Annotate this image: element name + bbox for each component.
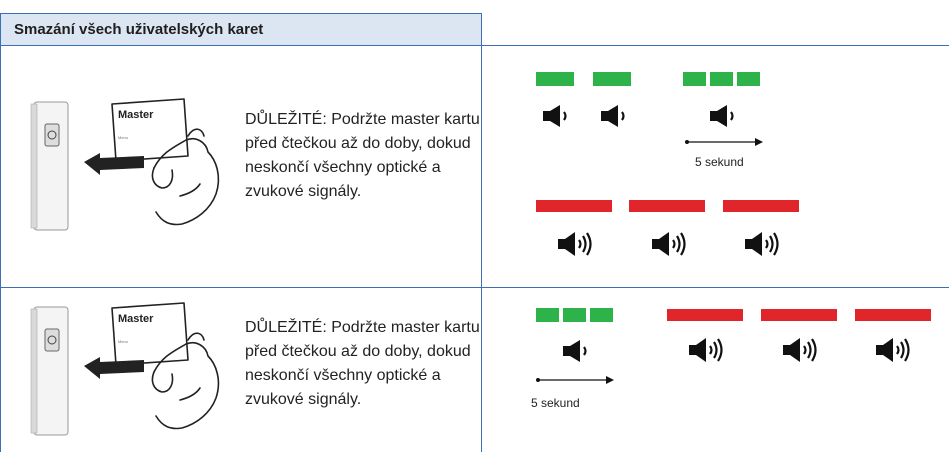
speaker-loud-icon <box>876 338 910 362</box>
green-led-signal <box>737 72 760 86</box>
hand-card-icon: Master Menu <box>84 98 220 226</box>
red-led-signal <box>761 309 837 321</box>
border-top <box>0 13 482 14</box>
speaker-loud-icon <box>783 338 817 362</box>
green-led-signal <box>593 72 631 86</box>
svg-text:Menu: Menu <box>118 339 128 344</box>
green-led-signal <box>683 72 706 86</box>
green-led-signal <box>563 308 586 322</box>
timeline-label: 5 sekund <box>531 396 580 410</box>
speaker-quiet-icon <box>601 105 625 127</box>
timeline-label: 5 sekund <box>695 155 744 169</box>
instruction-text: DŮLEŽITÉ: Podržte master kartu před čteč… <box>245 111 480 200</box>
card-reader-icon <box>30 101 69 231</box>
svg-text:Menu: Menu <box>118 135 128 140</box>
card-reader-icon <box>30 306 69 436</box>
border-row-divider <box>0 287 949 288</box>
speaker-loud-icon <box>558 232 592 256</box>
arrow-icon <box>685 138 763 146</box>
speaker-loud-icon <box>652 232 686 256</box>
instruction-text: DŮLEŽITÉ: Podržte master kartu před čteč… <box>245 319 480 408</box>
red-led-signal <box>723 200 799 212</box>
green-led-signal <box>536 308 559 322</box>
green-led-signal <box>536 72 574 86</box>
arrow-icon <box>536 376 614 384</box>
speaker-quiet-icon <box>710 105 734 127</box>
border-left <box>0 13 1 452</box>
speaker-quiet-icon <box>543 105 567 127</box>
red-led-signal <box>629 200 705 212</box>
hand-card-icon: Master Menu <box>84 302 220 430</box>
red-led-signal <box>855 309 931 321</box>
table-title: Smazání všech uživatelských karet <box>14 21 264 38</box>
speaker-loud-icon <box>745 232 779 256</box>
card-label: Master <box>118 109 154 121</box>
border-header-bottom <box>0 45 949 46</box>
border-middle <box>481 13 482 452</box>
card-label: Master <box>118 313 154 325</box>
speaker-quiet-icon <box>563 340 587 362</box>
green-led-signal <box>710 72 733 86</box>
red-led-signal <box>536 200 612 212</box>
speaker-loud-icon <box>689 338 723 362</box>
table-header <box>1 14 481 45</box>
red-led-signal <box>667 309 743 321</box>
green-led-signal <box>590 308 613 322</box>
